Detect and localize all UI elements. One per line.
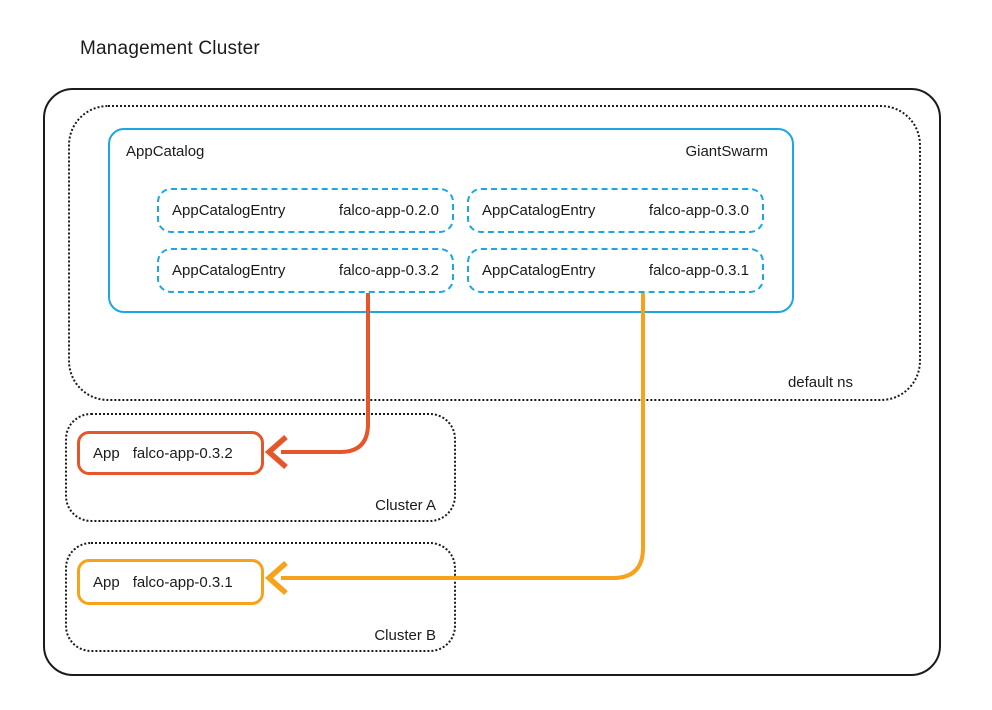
diagram-title: Management Cluster bbox=[80, 38, 260, 59]
app-box-falco-0.3.2: App falco-app-0.3.2 bbox=[77, 431, 264, 475]
appcatalogentry-box: AppCatalogEntry falco-app-0.3.0 bbox=[467, 188, 764, 233]
app-kind: App bbox=[93, 573, 120, 591]
default-namespace-box: default ns AppCatalog GiantSwarm AppCata… bbox=[68, 105, 921, 401]
entry-kind: AppCatalogEntry bbox=[482, 262, 596, 279]
entry-version: falco-app-0.3.2 bbox=[338, 262, 439, 279]
cluster-a-box: App falco-app-0.3.2 Cluster A bbox=[65, 413, 456, 522]
entry-version: falco-app-0.3.0 bbox=[648, 202, 749, 219]
cluster-b-label: Cluster B bbox=[374, 627, 436, 644]
entry-version: falco-app-0.2.0 bbox=[338, 202, 439, 219]
entry-version: falco-app-0.3.1 bbox=[648, 262, 749, 279]
default-namespace-label: default ns bbox=[787, 374, 853, 391]
entry-kind: AppCatalogEntry bbox=[482, 202, 596, 219]
app-kind: App bbox=[93, 444, 120, 462]
entry-kind: AppCatalogEntry bbox=[172, 262, 286, 279]
appcatalogentry-box: AppCatalogEntry falco-app-0.3.2 bbox=[157, 248, 454, 293]
appcatalog-name-label: GiantSwarm bbox=[685, 143, 768, 160]
cluster-b-box: App falco-app-0.3.1 Cluster B bbox=[65, 542, 456, 652]
entry-kind: AppCatalogEntry bbox=[172, 202, 286, 219]
app-version: falco-app-0.3.1 bbox=[132, 573, 233, 591]
app-version: falco-app-0.3.2 bbox=[132, 444, 233, 462]
appcatalog-box: AppCatalog GiantSwarm AppCatalogEntry fa… bbox=[108, 128, 794, 313]
appcatalogentry-box: AppCatalogEntry falco-app-0.3.1 bbox=[467, 248, 764, 293]
appcatalog-label: AppCatalog bbox=[126, 143, 205, 160]
app-box-falco-0.3.1: App falco-app-0.3.1 bbox=[77, 559, 264, 605]
cluster-a-label: Cluster A bbox=[375, 497, 436, 514]
appcatalogentry-box: AppCatalogEntry falco-app-0.2.0 bbox=[157, 188, 454, 233]
